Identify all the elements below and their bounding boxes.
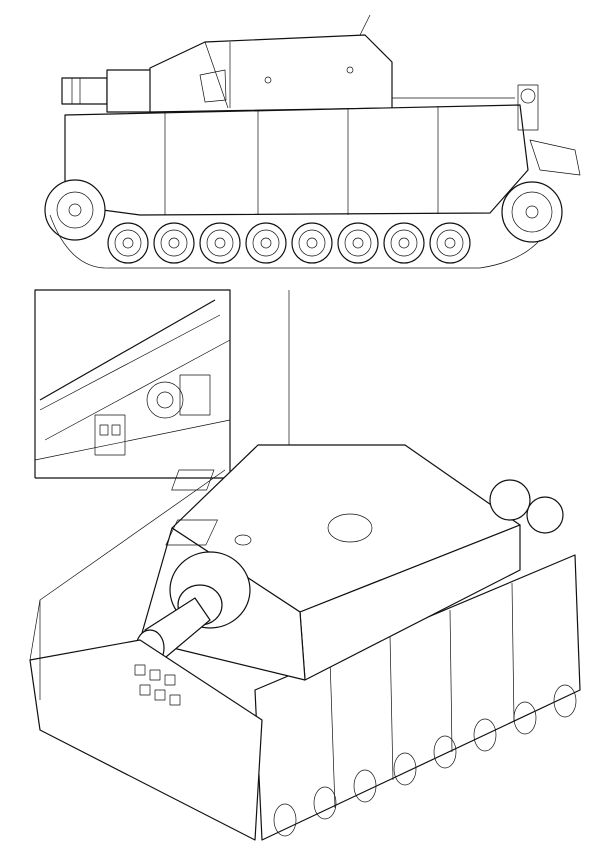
- road-wheel: [273, 803, 297, 837]
- road-wheel: [337, 222, 379, 264]
- isometric-view: [29, 290, 581, 841]
- spare-track-links: [134, 664, 181, 706]
- road-wheel: [436, 229, 464, 257]
- road-wheel: [444, 237, 456, 249]
- road-wheel: [114, 229, 142, 257]
- road-wheel: [206, 229, 234, 257]
- road-wheel: [260, 237, 272, 249]
- road-wheel: [398, 237, 410, 249]
- road-wheel: [313, 786, 337, 820]
- road-wheel: [160, 229, 188, 257]
- road-wheel: [298, 229, 326, 257]
- road-wheel: [393, 752, 417, 786]
- road-wheel: [383, 222, 425, 264]
- road-wheel: [353, 769, 377, 803]
- road-wheel: [344, 229, 372, 257]
- inset-detail: [34, 289, 231, 479]
- iso-road-wheels: [273, 684, 577, 837]
- road-wheel: [306, 237, 318, 249]
- road-wheel: [245, 222, 287, 264]
- rear-idler: [489, 479, 531, 521]
- rear-fittings: [517, 84, 581, 176]
- road-wheel: [433, 735, 457, 769]
- road-wheel: [473, 718, 497, 752]
- road-wheel: [199, 222, 241, 264]
- side-skirt: [64, 104, 529, 216]
- road-wheel: [390, 229, 418, 257]
- gun-barrel: [61, 69, 153, 113]
- road-wheel: [107, 222, 149, 264]
- road-wheel: [553, 684, 577, 718]
- road-wheel: [122, 237, 134, 249]
- superstructure: [149, 34, 393, 113]
- road-wheel: [513, 701, 537, 735]
- idler-wheel: [501, 181, 563, 243]
- hull-side: [254, 554, 581, 841]
- front-plate: [29, 639, 263, 841]
- track: [49, 214, 541, 269]
- road-wheel: [252, 229, 280, 257]
- road-wheel: [352, 237, 364, 249]
- road-wheels: [107, 222, 471, 264]
- drive-sprocket: [44, 179, 106, 241]
- howitzer: [135, 551, 251, 667]
- road-wheel: [429, 222, 471, 264]
- road-wheel: [153, 222, 195, 264]
- side-view: [44, 14, 581, 269]
- road-wheel: [214, 237, 226, 249]
- road-wheel: [291, 222, 333, 264]
- road-wheel: [168, 237, 180, 249]
